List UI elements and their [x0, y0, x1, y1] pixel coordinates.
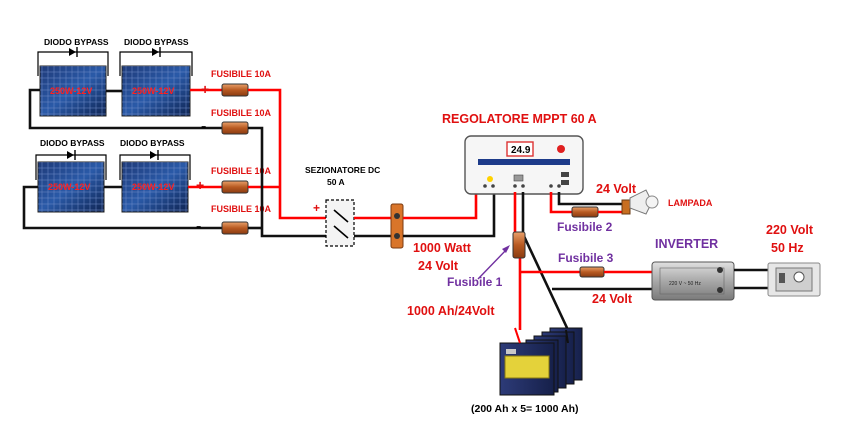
fuse-label: FUSIBILE 10A: [211, 108, 272, 118]
battery-formula: (200 Ah x 5= 1000 Ah): [471, 403, 578, 415]
mppt-regulator: 24.9: [464, 135, 584, 195]
plus-sign: +: [201, 81, 209, 97]
load-fuse: [571, 206, 599, 218]
fuse-label: FUSIBILE 10A: [211, 204, 272, 214]
bypass-diode-icon: [69, 47, 78, 57]
terminal-block: [390, 203, 404, 249]
minus-sign: -: [196, 218, 201, 235]
plus-sign: +: [196, 177, 204, 193]
panel-rating: 250W-12V: [48, 182, 90, 192]
bypass-diode-icon: [67, 150, 76, 160]
regulator-title: REGOLATORE MPPT 60 A: [442, 112, 597, 126]
string-fuse: [221, 221, 249, 235]
string-fuse: [221, 180, 249, 194]
inverter-body-text: 220 V ~ 50 Hz: [669, 281, 701, 287]
plus-sign: +: [313, 201, 320, 215]
disconnector-rating: 50 A: [327, 177, 345, 187]
disconnector-label: SEZIONATORE DC: [305, 165, 380, 175]
ac-frequency-label: 50 Hz: [771, 241, 804, 255]
bypass-label: DIODO BYPASS: [44, 37, 109, 47]
panel-string-1: DIODO BYPASS DIODO BYPASS 250W-12V 250W-…: [28, 37, 222, 130]
lamp-label: LAMPADA: [668, 198, 713, 208]
status-led-icon: [557, 145, 565, 153]
bypass-label: DIODO BYPASS: [120, 138, 185, 148]
inverter-title: INVERTER: [655, 237, 718, 251]
panel-rating: 250W-12V: [132, 182, 174, 192]
fuse2-label: Fusibile 2: [557, 220, 613, 234]
inverter-fuse: [579, 266, 605, 278]
bypass-diode-icon: [152, 47, 161, 57]
bypass-label: DIODO BYPASS: [40, 138, 105, 148]
battery-capacity-label: 1000 Ah/24Volt: [407, 304, 495, 318]
fuse-label: FUSIBILE 10A: [211, 69, 272, 79]
fuse3-label: Fusibile 3: [558, 251, 614, 265]
string-fuse: [221, 83, 249, 97]
ac-outlet-icon: [767, 262, 821, 297]
fuse1-label: Fusibile 1: [447, 275, 503, 289]
dc-disconnector: [325, 199, 355, 247]
regulator-display: 24.9: [511, 145, 531, 156]
pv-voltage-label: 24 Volt: [418, 259, 459, 273]
fuse-label: FUSIBILE 10A: [211, 166, 272, 176]
pv-power-label: 1000 Watt: [413, 241, 472, 255]
inverter: 220 V ~ 50 Hz: [651, 261, 735, 301]
lamp-icon: [621, 189, 659, 215]
bypass-diode-icon: [150, 150, 159, 160]
minus-sign: -: [201, 118, 206, 135]
inverter-input-voltage: 24 Volt: [592, 292, 633, 306]
panel-rating: 250W-12V: [132, 86, 174, 96]
panel-rating: 250W-12V: [50, 86, 92, 96]
load-voltage-label: 24 Volt: [596, 182, 637, 196]
string-fuse: [221, 121, 249, 135]
fuse1-pointer: [477, 247, 509, 280]
battery-fuse: [512, 231, 526, 259]
bypass-label: DIODO BYPASS: [124, 37, 189, 47]
battery-bank: [499, 327, 583, 396]
panel-string-2: DIODO BYPASS DIODO BYPASS 250W-12V 250W-…: [22, 138, 222, 230]
ac-voltage-label: 220 Volt: [766, 223, 814, 237]
